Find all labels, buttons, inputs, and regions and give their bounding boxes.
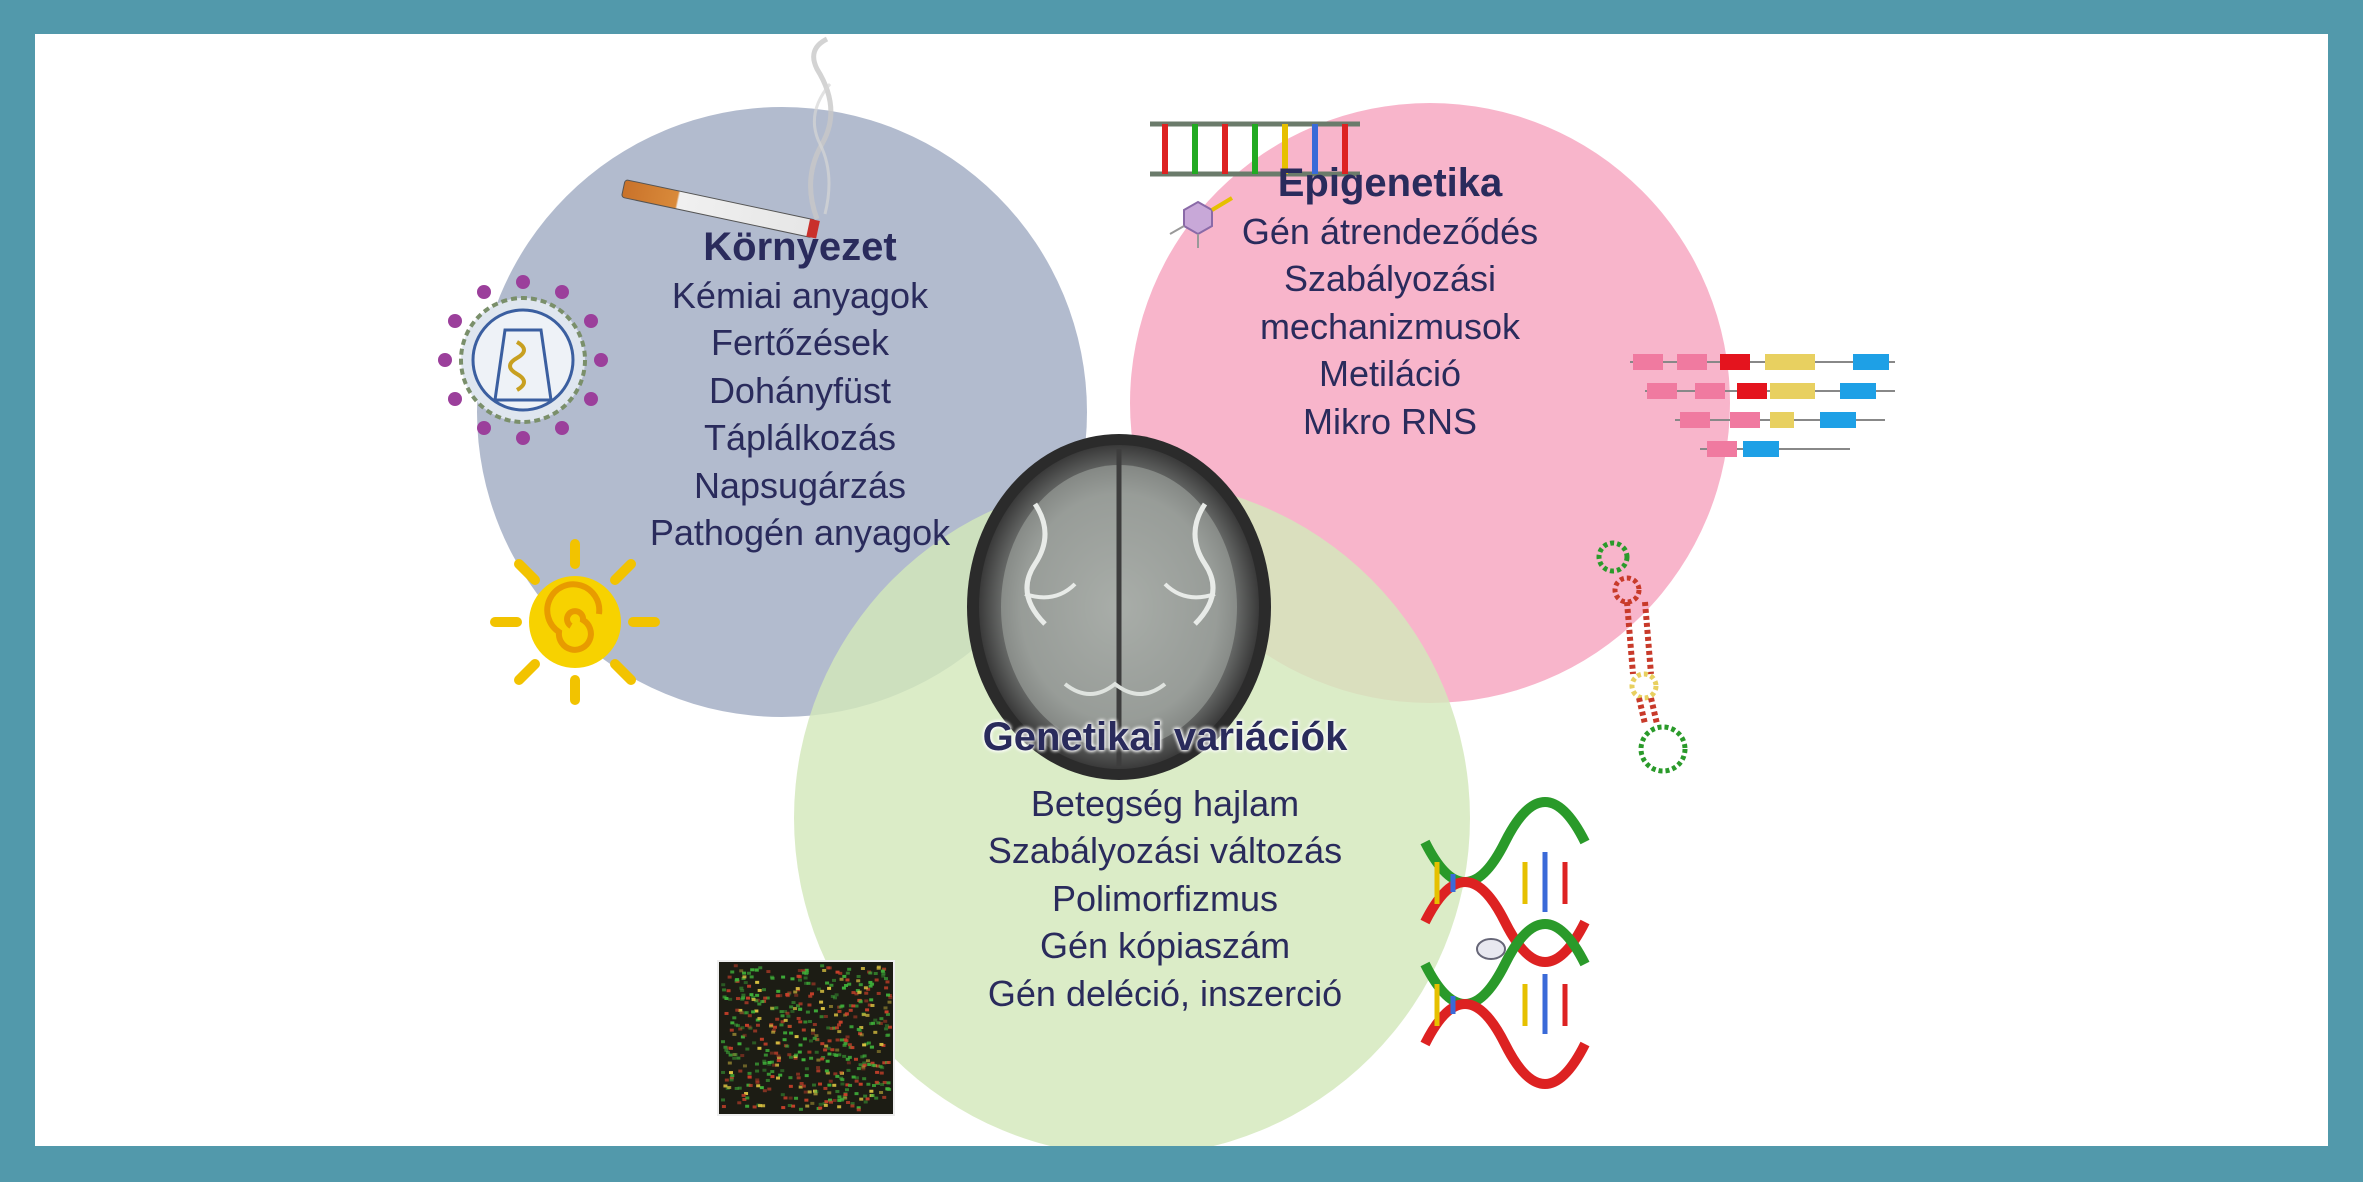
environment-title: Környezet (703, 225, 897, 269)
genetics-item: Szabályozási változás (987, 830, 1343, 871)
epigenetics-item: Szabályozási (1283, 258, 1497, 299)
diagram-canvas: Környezet Kémiai anyagok Fertőzések Dohá… (35, 34, 2328, 1146)
dna-helix-icon (1420, 797, 1590, 1089)
environment-text: Környezet Kémiai anyagok Fertőzések Dohá… (600, 224, 1000, 557)
genetics-item: Gén kópiaszám (1039, 925, 1291, 966)
epigenetics-item: mechanizmusok (1259, 305, 1521, 347)
epigenetics-title: Epigenetika (1277, 161, 1503, 205)
genetics-text: Genetikai variációk Betegség hajlam Szab… (905, 714, 1425, 1017)
genetics-item: Betegség hajlam (1030, 782, 1300, 824)
cigarette-icon (621, 36, 834, 239)
environment-item: Napsugárzás (693, 464, 907, 506)
genetics-circle (794, 480, 1470, 1146)
epigenetics-item: Mikro RNS (1302, 400, 1477, 442)
virus-icon (438, 275, 608, 445)
venn-diagram (438, 36, 1895, 1146)
environment-item: Dohányfüst (708, 369, 892, 411)
environment-item: Kémiai anyagok (671, 274, 929, 316)
epigenetics-item: Metiláció (1318, 353, 1462, 394)
molecule-icon (1169, 196, 1234, 248)
brain-mri-icon (967, 434, 1271, 780)
sun-icon (490, 539, 660, 705)
environment-item: Pathogén anyagok (649, 512, 951, 553)
epigenetics-item: Gén átrendeződés (1241, 210, 1539, 252)
environment-item: Táplálkozás (703, 417, 897, 458)
microarray-icon (717, 960, 895, 1116)
rna-hairpin-icon (1596, 540, 1688, 774)
dna-ladder-icon (1150, 121, 1360, 177)
genetics-item: Gén deléció, inszerció (987, 972, 1343, 1014)
genetics-item: Polimorfizmus (1051, 877, 1279, 919)
environment-item: Fertőzések (710, 322, 890, 363)
gene-exon-map-icon (1630, 354, 1895, 457)
genetics-title: Genetikai variációk (982, 715, 1348, 759)
epigenetics-text: Epigenetika Gén átrendeződés Szabályozás… (1190, 160, 1590, 445)
